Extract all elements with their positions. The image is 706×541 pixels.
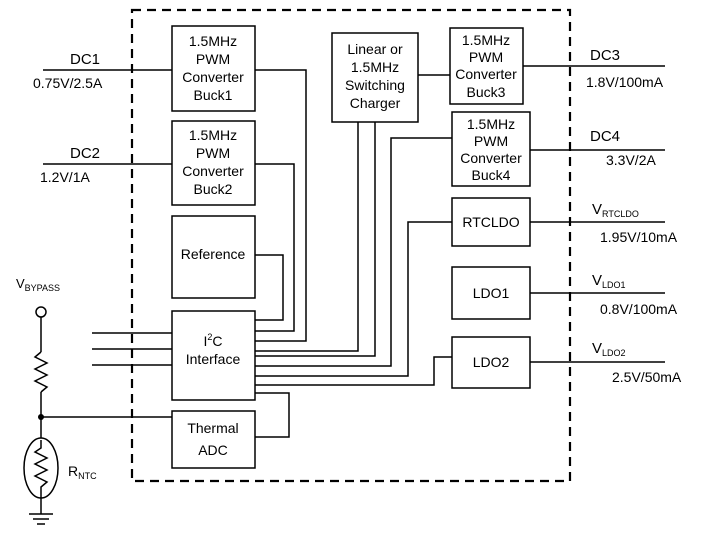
charger-line3: Switching [345,77,405,93]
i2c-label: I2C [203,332,222,349]
block-rtcldo: RTCLDO [451,197,531,247]
vldo2-rating: 2.5V/50mA [612,369,682,385]
dc1-rating: 0.75V/2.5A [33,75,103,91]
buck4-line3: Converter [460,150,522,166]
charger-line2: 1.5MHz [351,59,399,75]
vldo2-label: VLDO2 [592,340,626,358]
block-ldo1: LDO1 [451,266,531,320]
buck4-line4: Buck4 [472,167,511,183]
buck3-line4: Buck3 [467,84,506,100]
buck4-line2: PWM [474,133,508,149]
charger-line4: Charger [350,95,401,111]
block-buck2: 1.5MHz PWM Converter Buck2 [171,120,256,206]
vrtcldo-rating: 1.95V/10mA [600,229,678,245]
external-ntc-circuit: VBYPASS RNTC [16,276,172,525]
i2c-line2: Interface [186,351,241,367]
block-thermal-adc: Thermal ADC [171,410,256,469]
dc2-rating: 1.2V/1A [40,169,90,185]
rtcldo-label: RTCLDO [462,214,519,230]
ic-boundary [130,8,572,483]
ldo2-label: LDO2 [473,354,510,370]
ground-icon [29,513,53,525]
buck4-line1: 1.5MHz [467,116,515,132]
block-buck1: 1.5MHz PWM Converter Buck1 [171,25,256,112]
buck1-line2: PWM [196,51,230,67]
dc2-label: DC2 [70,145,100,162]
buck3-line3: Converter [455,66,517,82]
charger-line1: Linear or [347,41,403,57]
buck2-line2: PWM [196,145,230,161]
signal-wires [43,65,665,438]
buck1-line1: 1.5MHz [189,33,237,49]
output-labels-left: DC1 0.75V/2.5A DC2 1.2V/1A [33,51,103,185]
buck2-line3: Converter [182,163,244,179]
buck2-line4: Buck2 [194,181,233,197]
thermal-line2: ADC [198,442,228,458]
ntc-resistor-zigzag [33,440,49,498]
block-buck3: 1.5MHz PWM Converter Buck3 [449,27,524,105]
block-i2c-interface: I2C Interface [171,310,256,401]
vbypass-label: VBYPASS [16,276,60,293]
block-charger: Linear or 1.5MHz Switching Charger [331,32,419,123]
block-ldo2: LDO2 [451,336,531,389]
block-buck4: 1.5MHz PWM Converter Buck4 [451,111,531,187]
buck1-line4: Buck1 [194,87,233,103]
buck3-line2: PWM [469,49,503,65]
rntc-label: RNTC [68,463,97,481]
thermal-line1: Thermal [187,420,238,436]
vldo1-label: VLDO1 [592,272,626,290]
dc4-label: DC4 [590,128,620,145]
dc4-rating: 3.3V/2A [606,152,656,168]
buck2-line1: 1.5MHz [189,127,237,143]
vldo1-rating: 0.8V/100mA [600,301,678,317]
reference-label: Reference [181,246,246,262]
vbypass-terminal [35,306,47,318]
output-labels-right: DC3 1.8V/100mA DC4 3.3V/2A VRTCLDO 1.95V… [586,47,682,385]
dc1-label: DC1 [70,51,100,68]
block-reference: Reference [171,215,256,299]
pullup-resistor [33,351,49,393]
buck3-line1: 1.5MHz [462,32,510,48]
vrtcldo-label: VRTCLDO [592,201,639,219]
dc3-rating: 1.8V/100mA [586,74,664,90]
ldo1-label: LDO1 [473,285,510,301]
buck1-line3: Converter [182,69,244,85]
dc3-label: DC3 [590,47,620,64]
